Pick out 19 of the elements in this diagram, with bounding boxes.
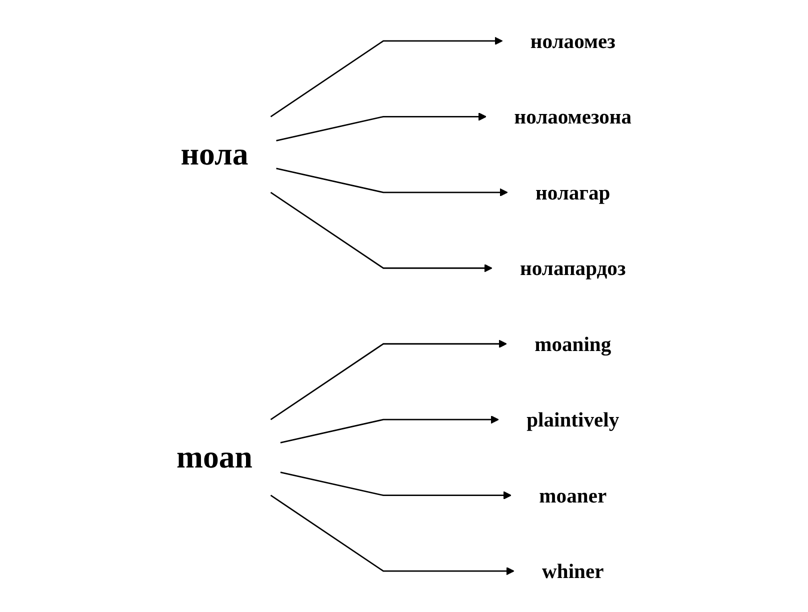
node-text: plaintively	[526, 408, 620, 432]
node-text: moaning	[534, 332, 612, 356]
word-tree-diagram: нола нолаомез нолаомезона нолагар нолапардоз moan moaning plaintively moaner whiner	[4, 4, 804, 608]
node-text: нолагар	[535, 180, 610, 204]
node-text: whiner	[542, 559, 604, 583]
arrow	[270, 36, 503, 118]
arrow	[270, 494, 514, 576]
node-text: moaner	[539, 484, 607, 508]
arrow	[270, 340, 507, 420]
arrow	[280, 415, 499, 444]
arrow	[280, 472, 512, 500]
node-text: moan	[176, 440, 252, 475]
arrow	[270, 192, 492, 272]
node-text: нолаомезона	[514, 104, 632, 128]
node-text: нола	[180, 137, 248, 172]
arrow	[276, 168, 508, 197]
node-text: нолаомез	[530, 29, 616, 53]
arrow	[276, 112, 487, 142]
node-text: нолапардоз	[520, 256, 626, 280]
